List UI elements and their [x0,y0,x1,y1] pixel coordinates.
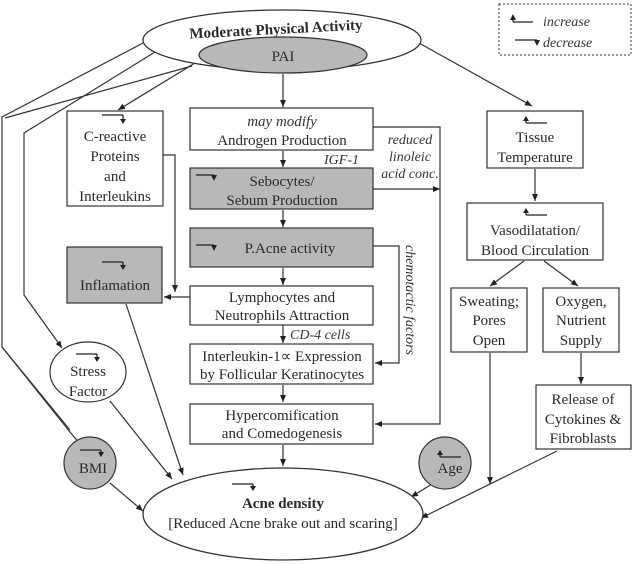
androgen-line-2: Androgen Production [217,133,347,149]
hyper-line-1: Hypercomification [225,408,339,424]
edge-label-cd4: CD-4 cells [290,328,351,343]
node-inflamation: Inflamation [66,246,163,304]
tissue-line-1: Tissue [516,130,555,146]
node-oxygen-supply: Oxygen, Nutrient Supply [542,287,620,353]
sweat-line-3: Open [473,333,506,349]
sweat-line-1: Sweating; [459,294,519,310]
oxygen-line-1: Oxygen, [555,294,606,310]
release-line-3: Fibroblasts [550,431,617,447]
node-stress-factor: Stress Factor [49,341,127,403]
crp-line-2: Proteins [90,149,139,165]
crp-line-1: C-reactive [84,129,147,145]
inflam-label: Inflamation [80,278,150,294]
stress-line-2: Factor [69,384,107,400]
oxygen-line-2: Nutrient [556,313,607,329]
node-acne-density: Acne density [Reduced Acne brake out and… [142,467,424,561]
node-release-cytokines: Release of Cytokines & Fibroblasts [535,384,632,450]
node-lymphocytes-attraction: Lymphocytes and Neutrophils Attraction [189,285,374,326]
increase-arrow-icon [523,208,547,216]
edge-age-acne [410,483,433,498]
node-hypercomification: Hypercomification and Comedogenesis [189,403,374,445]
edge-mpa-acne-left [1,41,146,431]
increase-arrow-icon [523,116,547,124]
decrease-arrow-icon [80,449,104,457]
edge-mpa-tissue [418,42,533,107]
edge-pai-crp [117,62,196,111]
hyper-line-2: and Comedogenesis [222,426,343,442]
node-age: Age [418,436,472,490]
increase-arrow-icon [437,450,461,458]
age-label: Age [438,461,463,477]
legend: increase decrease [498,3,632,56]
oxygen-line-3: Supply [560,333,603,349]
vaso-line-2: Blood Circulation [481,243,589,259]
edge-label-igf: IGF-1 [323,153,359,168]
bmi-label: BMI [79,461,107,477]
edges [1,41,584,519]
edge-pacne-il1 [373,245,400,366]
androgen-line-1: may modify [247,114,317,130]
release-line-2: Cytokines & [545,412,622,428]
decrease-arrow-icon [232,483,256,491]
crp-line-3: and [104,169,126,185]
edge-label-linoleic-3: acid conc. [381,167,439,182]
node-sebum-production: Sebocytes/ Sebum Production [189,167,374,210]
node-bmi: BMI [63,436,117,490]
increase-arrow-icon [510,14,533,23]
tissue-line-2: Temperature [497,150,573,166]
decrease-arrow-icon [515,39,540,46]
node-p-acne-activity: P.Acne activity [189,227,374,268]
edge-mpa-left-stub [4,65,193,119]
vaso-line-1: Vasodilatation/ [490,223,581,239]
legend-decrease-label: decrease [543,36,592,51]
node-c-reactive-proteins: C-reactive Proteins and Interleukins [66,110,164,207]
acne-title: Acne density [242,496,325,512]
sebum-line-2: Sebum Production [226,193,338,209]
node-interleukin-expression: Interleukin-1∝ Expression by Follicular … [189,343,374,385]
sweat-line-2: Pores [472,313,505,329]
pacne-label: P.Acne activity [245,241,336,257]
legend-increase-label: increase [543,15,590,30]
edge-androgen-hyper [373,126,441,427]
node-vasodilatation: Vasodilatation/ Blood Circulation [466,202,604,261]
node-pai: PAI [198,36,368,74]
edge-label-linoleic-2: linoleic [389,150,432,165]
decrease-arrow-icon [102,114,126,124]
sebum-line-1: Sebocytes/ [250,174,316,190]
edge-stress-acne [109,400,173,480]
edge-release-acne [420,450,558,519]
pai-label: PAI [272,49,295,65]
acne-subtitle: [Reduced Acne brake out and scaring] [168,516,398,532]
edge-mpa-stress [23,51,156,349]
decrease-arrow-icon [102,261,126,270]
lymph-line-2: Neutrophils Attraction [215,308,350,324]
edge-vaso-oxygen [543,260,579,287]
decrease-arrow-icon [76,353,100,362]
edge-label-linoleic-1: reduced [388,133,434,148]
il1-line-2: by Follicular Keratinocytes [200,367,364,383]
edge-label-chemotactic: chemotactic factors [402,245,417,356]
legend-box [498,3,632,56]
stress-line-1: Stress [70,364,106,380]
decrease-arrow-icon [196,244,217,251]
edge-crp-inflam [163,154,178,292]
node-sweating-pores: Sweating; Pores Open [450,287,528,353]
decrease-arrow-icon [196,174,217,181]
crp-line-4: Interleukins [79,189,151,205]
release-line-1: Release of [552,392,615,408]
node-tissue-temperature: Tissue Temperature [486,110,584,169]
node-androgen-production: may modify Androgen Production [189,107,374,151]
edge-bmi-acne [109,482,144,512]
edge-inflam-acne [125,303,184,476]
lymph-line-1: Lymphocytes and [229,290,336,306]
il1-line-1: Interleukin-1∝ Expression [202,349,362,365]
edge-vaso-sweat [489,260,525,287]
